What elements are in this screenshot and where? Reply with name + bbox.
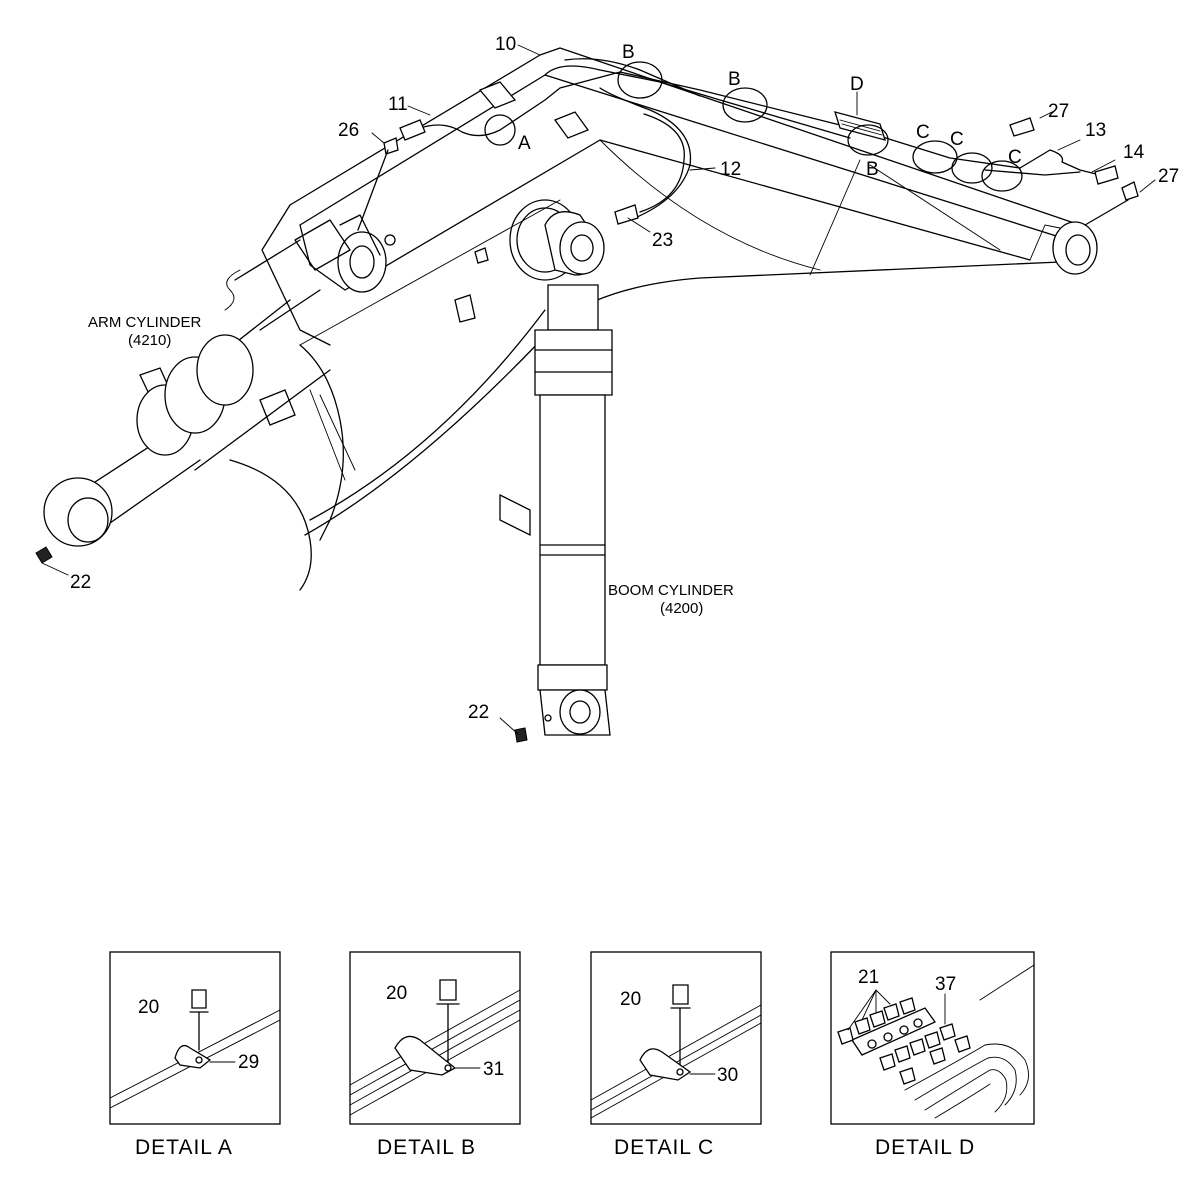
marker-c-1: C (916, 122, 930, 143)
detail-b-title: DETAIL B (377, 1136, 476, 1159)
detail-a-panel: 20 29 DETAIL A (109, 951, 281, 1159)
detail-markers (484, 61, 1023, 192)
detail-d-fittings-label: 21 (858, 967, 879, 988)
detail-d-panel: 21 37 DETAIL D (830, 951, 1035, 1159)
marker-b-2: B (728, 69, 741, 90)
detail-a-bolt-label: 20 (138, 997, 159, 1018)
boom-cylinder-bottom-eye (559, 689, 601, 735)
arm-cylinder-name: ARM CYLINDER (88, 314, 202, 331)
marker-b-1: B (622, 42, 635, 63)
arm-pin-boss (337, 231, 387, 293)
callout-14: 14 (1123, 142, 1145, 163)
callout-12: 12 (720, 159, 741, 180)
detail-a-title: DETAIL A (135, 1136, 233, 1159)
detail-c-title: DETAIL C (614, 1136, 714, 1159)
arm-cylinder-rod-eye (43, 477, 113, 547)
callout-27-top: 27 (1048, 101, 1069, 122)
detail-c-bolt-label: 20 (620, 989, 641, 1010)
callout-10: 10 (495, 34, 516, 55)
callout-22-boom: 22 (468, 702, 489, 723)
detail-d-junction-block (851, 1007, 936, 1056)
leader-lines (41, 44, 1156, 735)
callout-26: 26 (338, 120, 359, 141)
callout-labels: 10 11 12 13 14 22 22 23 26 27 27 A B B B… (70, 34, 1179, 723)
boom-cylinder-code: (4200) (660, 600, 703, 617)
detail-b-panel: 20 31 DETAIL B (349, 951, 521, 1159)
marker-d: D (850, 74, 864, 95)
callout-22-arm: 22 (70, 572, 91, 593)
arm-cylinder (35, 239, 331, 564)
arm-cylinder-code: (4210) (128, 332, 171, 349)
callout-13: 13 (1085, 120, 1106, 141)
marker-b-3: B (866, 159, 879, 180)
callout-11: 11 (388, 94, 408, 115)
detail-d-block-label: 37 (935, 974, 956, 995)
detail-a-clamp-label: 29 (238, 1052, 259, 1073)
detail-c-clamp-label: 30 (717, 1065, 738, 1086)
marker-c-2: C (950, 129, 964, 150)
marker-a: A (518, 133, 531, 154)
callout-27-right: 27 (1158, 166, 1179, 187)
detail-d-title: DETAIL D (875, 1136, 975, 1159)
boom-cylinder (499, 211, 613, 743)
detail-b-bolt-label: 20 (386, 983, 407, 1004)
boom-cylinder-name: BOOM CYLINDER (608, 582, 734, 599)
detail-b-clamp-label: 31 (483, 1059, 504, 1080)
boom-cylinder-rod-eye (559, 221, 605, 275)
marker-c-3: C (1008, 147, 1022, 168)
callout-23: 23 (652, 230, 673, 251)
detail-c-panel: 20 30 DETAIL C (590, 951, 762, 1159)
